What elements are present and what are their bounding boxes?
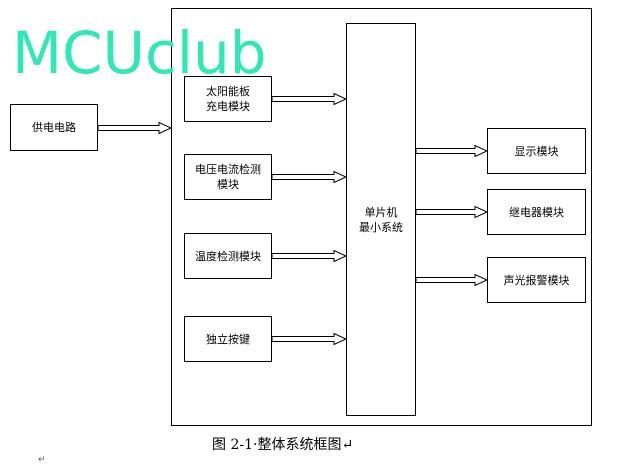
power-supply-label: 供电电路 (32, 121, 76, 134)
arrow-mcu-to-relay (415, 205, 489, 219)
power-supply-block: 供电电路 (10, 104, 98, 151)
relay-module-block: 继电器模块 (487, 189, 586, 235)
temperature-detect-label: 温度检测模块 (195, 249, 261, 263)
arrow-key-to-mcu (271, 332, 348, 346)
voltage-current-detect-block: 电压电流检测 模块 (184, 154, 272, 200)
solar-charge-label: 太阳能板 充电模块 (206, 85, 250, 113)
arrow-mcu-to-alarm (415, 273, 489, 287)
watermark-logo: MCUclub (12, 19, 267, 87)
voltage-current-detect-label: 电压电流检测 模块 (195, 163, 261, 191)
independent-key-label: 独立按键 (206, 332, 250, 346)
alarm-module-block: 声光报警模块 (487, 257, 586, 303)
arrow-power-to-frame (97, 121, 173, 135)
display-module-block: 显示模块 (487, 128, 586, 174)
figure-caption: 图 2-1·整体系统框图↵ (212, 437, 354, 453)
paragraph-mark: ↵ (38, 455, 46, 465)
arrow-detect-to-mcu (271, 170, 348, 184)
display-module-label: 显示模块 (514, 144, 559, 158)
alarm-module-label: 声光报警模块 (503, 273, 570, 287)
arrow-solar-to-mcu (271, 92, 348, 106)
arrow-mcu-to-display (415, 144, 489, 158)
system-frame (171, 8, 592, 426)
independent-key-block: 独立按键 (184, 316, 272, 362)
mcu-minimum-system-block: 单片机 最小系统 (346, 23, 416, 416)
relay-module-label: 继电器模块 (509, 205, 564, 219)
arrow-temp-to-mcu (271, 249, 348, 263)
temperature-detect-block: 温度检测模块 (184, 233, 272, 279)
mcu-minimum-system-label: 单片机 最小系统 (359, 205, 403, 234)
